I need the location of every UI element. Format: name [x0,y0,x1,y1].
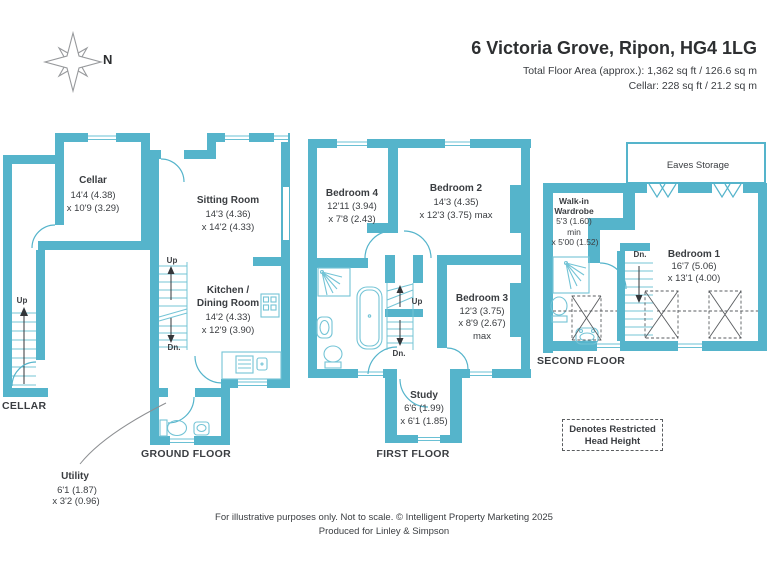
room-label-bedroom2-name: Bedroom 2 [429,183,483,194]
room-label-bedroom4-dim1: 12'11 (3.94) [327,201,377,212]
room-label-wardrobe-dim3: x 5'00 (1.52) [551,237,599,247]
stairs-down-label-ground: Dn. [167,343,181,352]
header: 6 Victoria Grove, Ripon, HG4 1LG Total F… [471,38,757,94]
room-label-wardrobe-name2: Wardrobe [554,206,594,216]
room-label-study-dim2: x 6'1 (1.85) [400,416,448,427]
room-label-utility-dim1: 6'1 (1.87) [57,485,97,496]
footer-produced-for: Produced for Linley & Simpson [318,526,450,538]
toilet-icon [159,419,188,437]
room-label-bedroom3-dim1: 12'3 (3.75) [459,306,505,317]
room-label-bedroom2-dim2: x 12'3 (3.75) max [419,210,493,221]
sink-icon [193,421,210,436]
second-floor-plan [543,142,767,353]
ground-floor-plan [150,133,290,445]
cellar-plan [3,133,150,397]
sink-icon [575,327,599,345]
eaves-access-chevron-icon [648,183,677,199]
room-label-sitting-room-dim2: x 14'2 (4.33) [201,222,255,233]
floor-label-first: FIRST FLOOR [376,448,450,460]
compass-north-label: N [103,52,113,67]
restricted-head-height-marks [553,290,758,341]
room-label-bedroom2-dim1: 14'3 (4.35) [433,197,479,208]
restricted-head-height-legend: Denotes Restricted Head Height [562,419,663,451]
room-label-bedroom1-name: Bedroom 1 [667,249,721,260]
total-floor-area: Total Floor Area (approx.): 1,362 sq ft … [522,65,757,77]
room-label-kitchen-name1: Kitchen / [206,285,250,296]
utility-leader-line [79,402,167,465]
room-label-bedroom4-dim2: x 7'8 (2.43) [328,214,376,225]
first-floor-plan [308,139,531,443]
stairs-icon [158,262,188,350]
floor-label-ground: GROUND FLOOR [141,448,231,460]
sink-icon [316,316,333,339]
room-label-bedroom3-dim3: max [473,331,491,342]
room-label-bedroom1-dim1: 16'7 (5.06) [671,261,717,272]
legend-line1: Denotes Restricted [569,423,656,435]
room-label-utility-name: Utility [61,471,89,482]
page-title: 6 Victoria Grove, Ripon, HG4 1LG [471,38,757,58]
room-label-sitting-room-name: Sitting Room [196,195,260,206]
bath-icon [356,286,383,350]
footer-disclaimer: For illustrative purposes only. Not to s… [215,512,553,523]
shower-icon [317,267,351,297]
floor-label-second: SECOND FLOOR [537,355,626,367]
room-label-cellar-name: Cellar [79,175,107,186]
room-label-cellar-dim1: 14'4 (4.38) [70,190,116,201]
stairs-up-label-cellar: Up [16,296,28,305]
room-label-wardrobe-dim1: 5'3 (1.60) [556,216,592,226]
stairs-up-label-ground: Up [166,256,178,265]
room-label-kitchen-dim2: x 12'9 (3.90) [201,325,255,336]
room-label-bedroom3-name: Bedroom 3 [455,293,509,304]
room-label-bedroom4-name: Bedroom 4 [325,188,379,199]
room-label-study-dim1: 6'6 (1.99) [404,403,444,414]
room-label-wardrobe-dim2: min [567,227,581,237]
room-label-kitchen-dim1: 14'2 (4.33) [205,312,251,323]
stairs-icon [12,307,36,386]
stairs-icon [386,283,414,350]
room-label-bedroom3-dim2: x 8'9 (2.67) [458,318,506,329]
cellar-floor-area: Cellar: 228 sq ft / 21.2 sq m [628,80,757,93]
room-label-wardrobe-name1: Walk-in [559,196,589,206]
footer: For illustrative purposes only. Not to s… [0,511,768,540]
stairs-down-label-second: Dn. [633,250,647,259]
toilet-icon [550,296,568,323]
room-label-utility-dim2: x 3'2 (0.96) [52,496,100,507]
toilet-icon [323,345,343,369]
hob-icon [260,293,280,318]
stairs-down-label-first: Dn. [392,349,406,358]
room-label-cellar-dim2: x 10'9 (3.29) [66,203,120,214]
floor-label-cellar: CELLAR [2,400,47,412]
room-label-study-name: Study [410,390,438,401]
stairs-up-label-first: Up [411,297,423,306]
room-label-sitting-room-dim1: 14'3 (4.36) [205,209,251,220]
stairs-icon [625,262,653,336]
kitchen-counter-icon [221,351,282,380]
eaves-access-chevron-icon [713,183,742,199]
room-label-eaves-storage: Eaves Storage [666,160,730,171]
legend-line2: Head Height [584,435,641,447]
eaves-storage-outline [626,142,766,184]
room-label-bedroom1-dim2: x 13'1 (4.00) [667,273,721,284]
shower-icon [552,256,590,294]
room-label-kitchen-name2: Dining Room [196,298,260,309]
kitchen-sink-icon [235,355,268,374]
compass-icon [42,30,104,94]
